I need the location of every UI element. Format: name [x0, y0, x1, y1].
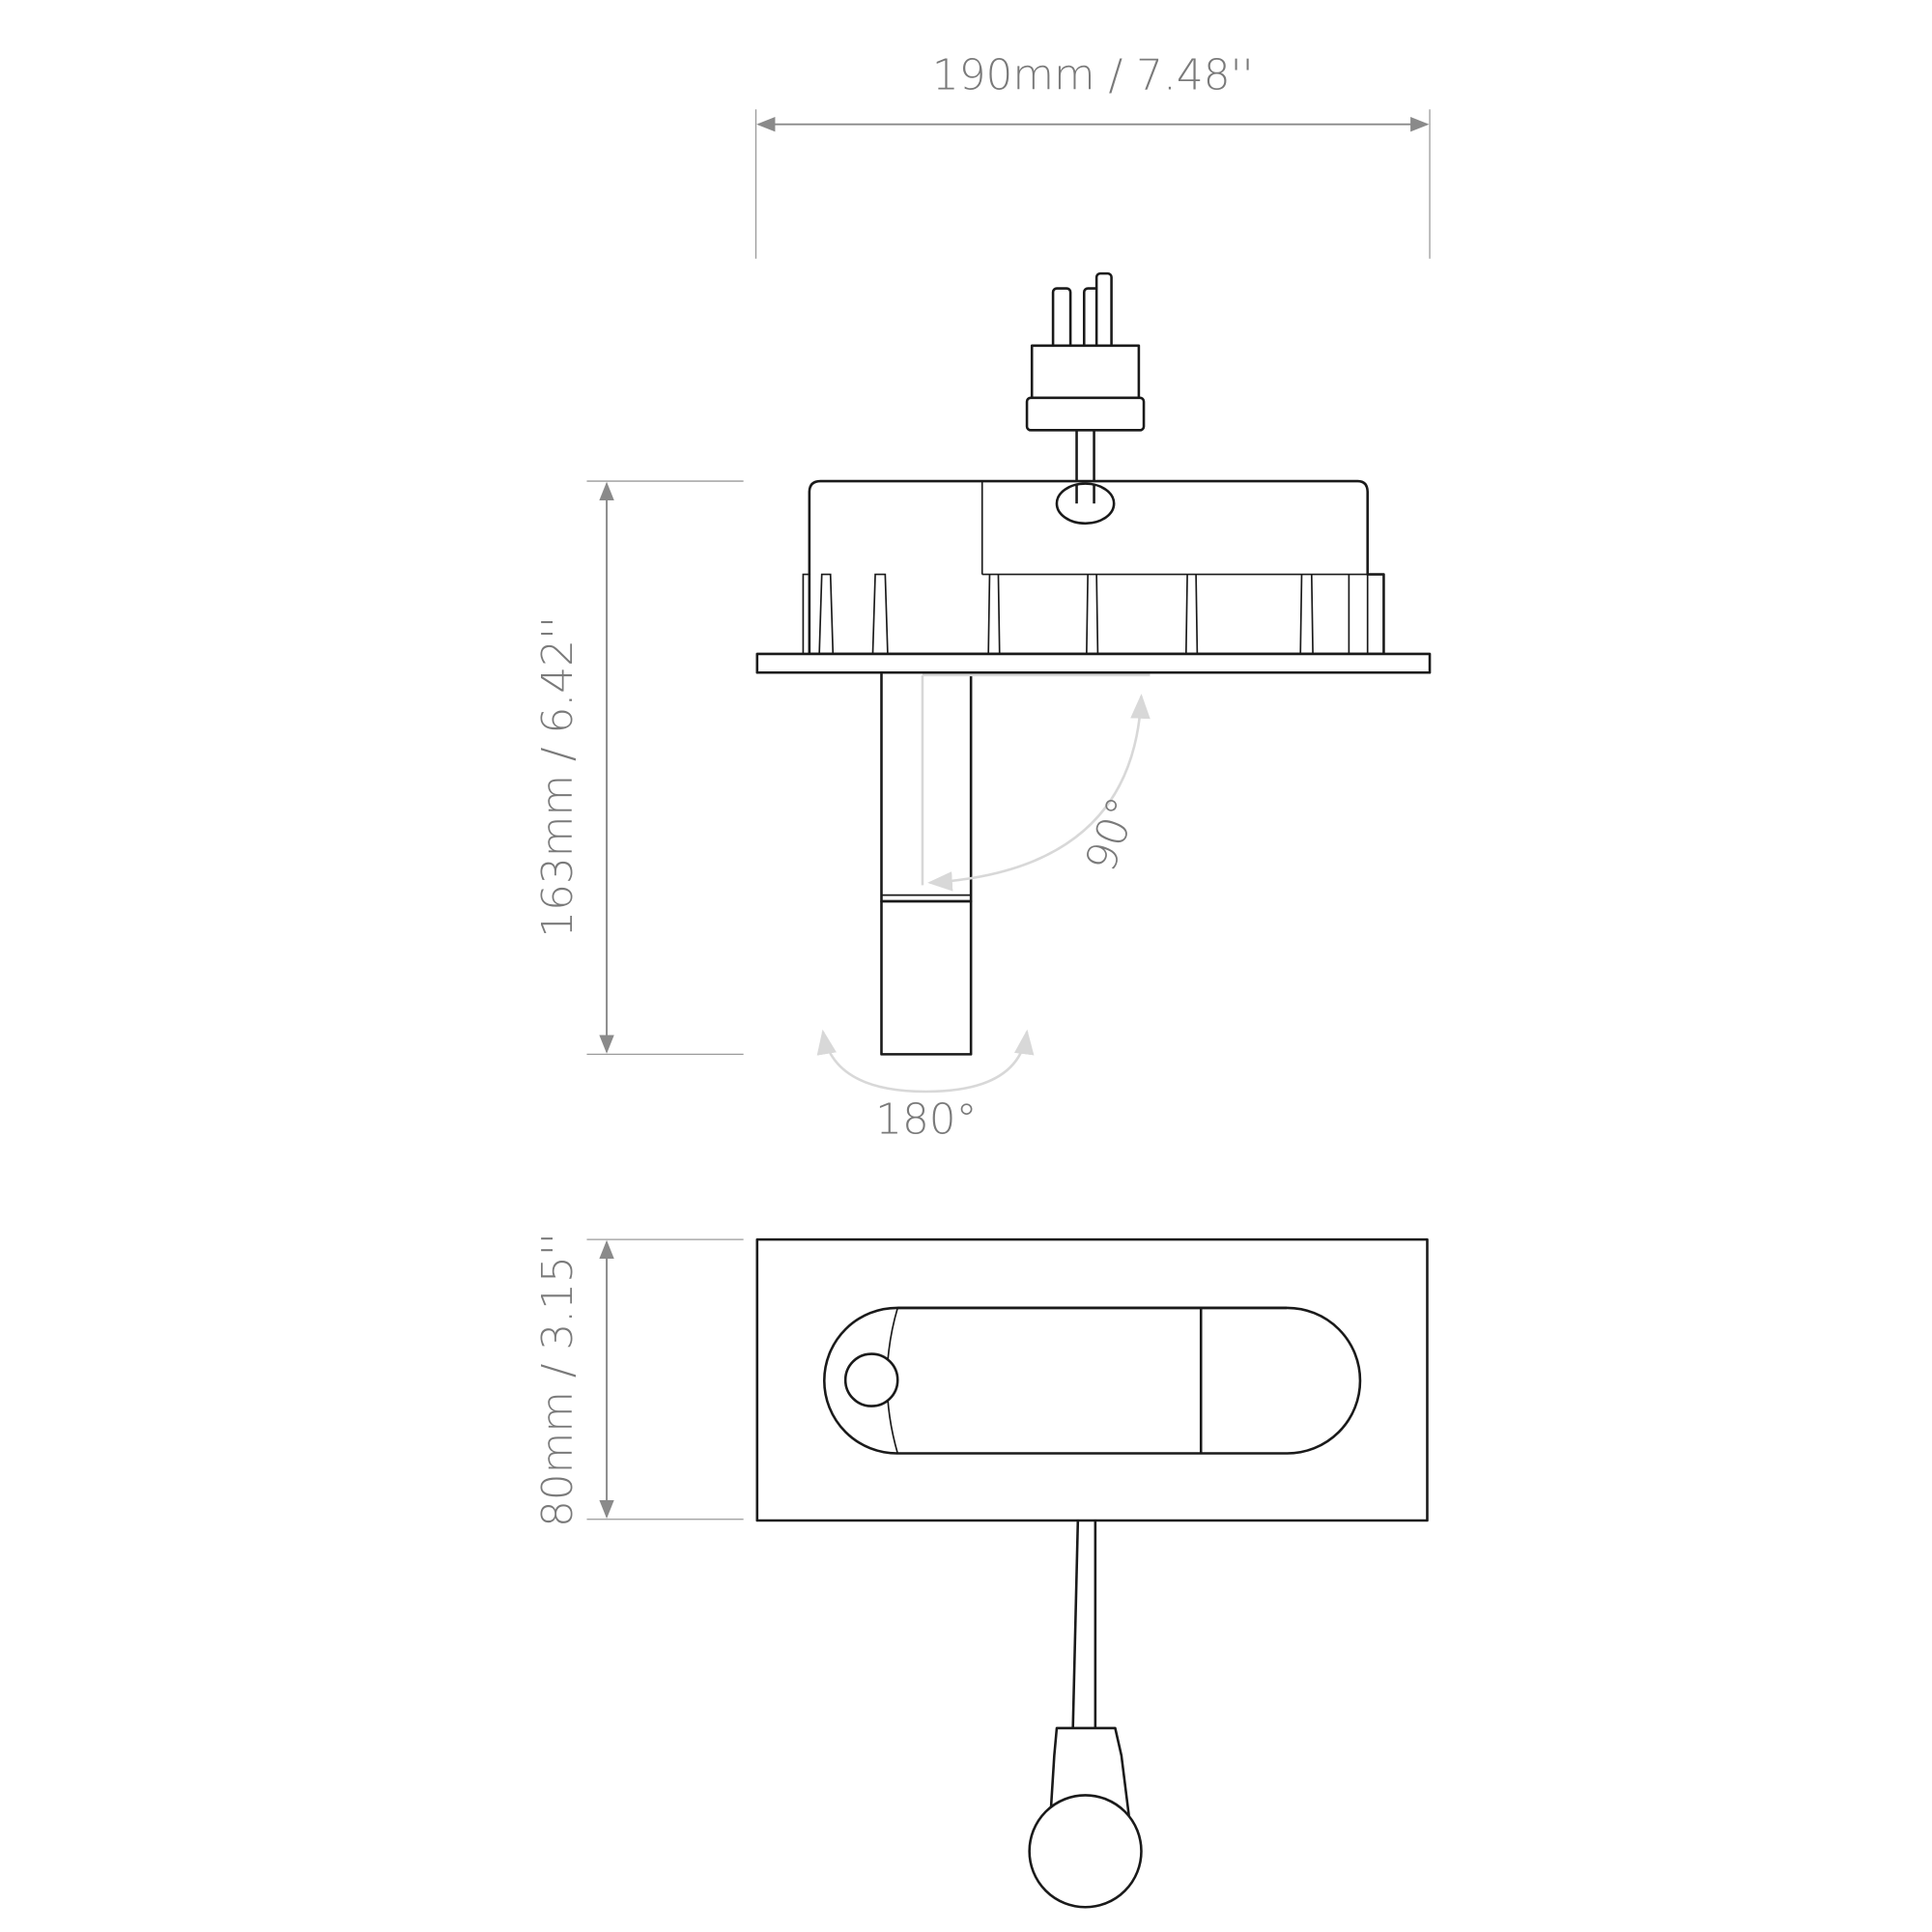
height-dimension: 163mm / 6.42'' [533, 480, 744, 1056]
swivel-rotation-indicator: 180° [816, 1029, 1035, 1145]
side-view: 90° 180° [755, 271, 1432, 1145]
width-label: 190mm / 7.48'' [932, 51, 1254, 100]
front-view [755, 1237, 1429, 1909]
faceplate [755, 652, 1432, 674]
tilt-angle-label: 90° [1076, 791, 1148, 878]
cable-grommet [1055, 482, 1116, 526]
depth-dimension: 80mm / 3.15'' [533, 1233, 744, 1527]
lamp-head [880, 899, 973, 1056]
connector-plug [1025, 271, 1146, 497]
housing-fins [802, 573, 1369, 654]
housing [808, 479, 1385, 656]
arm-recess [822, 1306, 1362, 1455]
height-label: 163mm / 6.42'' [533, 616, 582, 938]
switch-button [843, 1352, 899, 1407]
depth-label: 80mm / 3.15'' [533, 1233, 582, 1527]
lamp-head-front [1028, 1794, 1143, 1909]
width-dimension: 190mm / 7.48'' [754, 51, 1431, 259]
swivel-angle-label: 180° [875, 1095, 977, 1145]
reading-arm [880, 670, 973, 903]
